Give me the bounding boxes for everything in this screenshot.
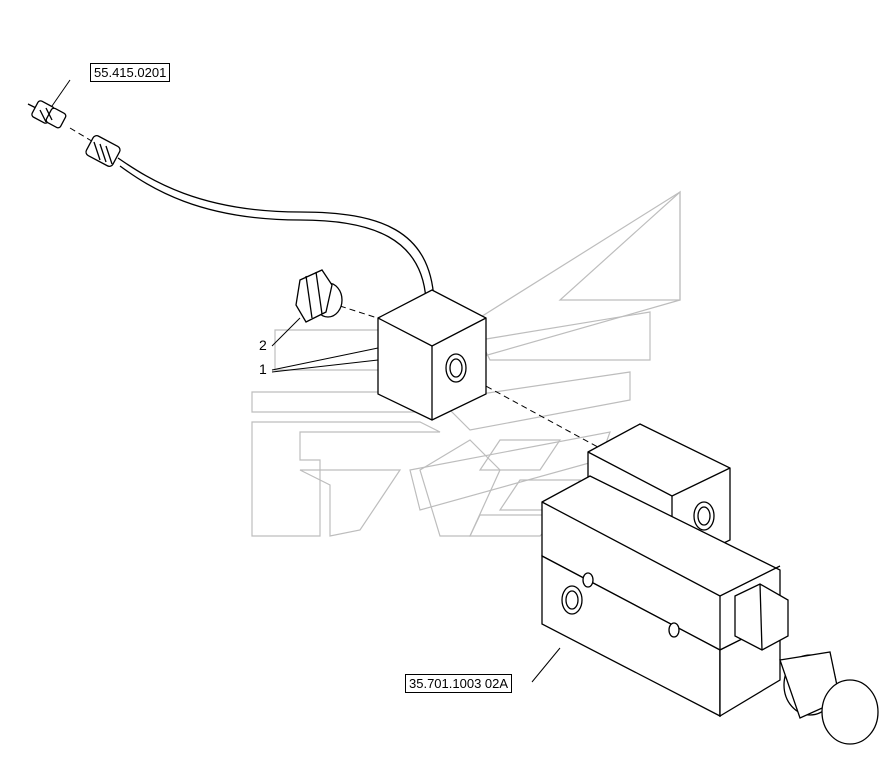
sensor-cable (85, 135, 441, 315)
valve-block-assembly (541, 423, 879, 745)
sensor-block (377, 289, 487, 421)
part-reference-top: 55.415.0201 (90, 63, 171, 82)
callout-item-2: 2 (259, 337, 267, 353)
callout-leaders (51, 79, 561, 683)
electrical-connector-small (27, 100, 67, 129)
assembly-dash-lines (69, 127, 641, 471)
part-reference-bottom: 35.701.1003 02A (405, 674, 513, 693)
plug-nut (295, 269, 343, 323)
callout-item-1: 1 (259, 361, 267, 377)
